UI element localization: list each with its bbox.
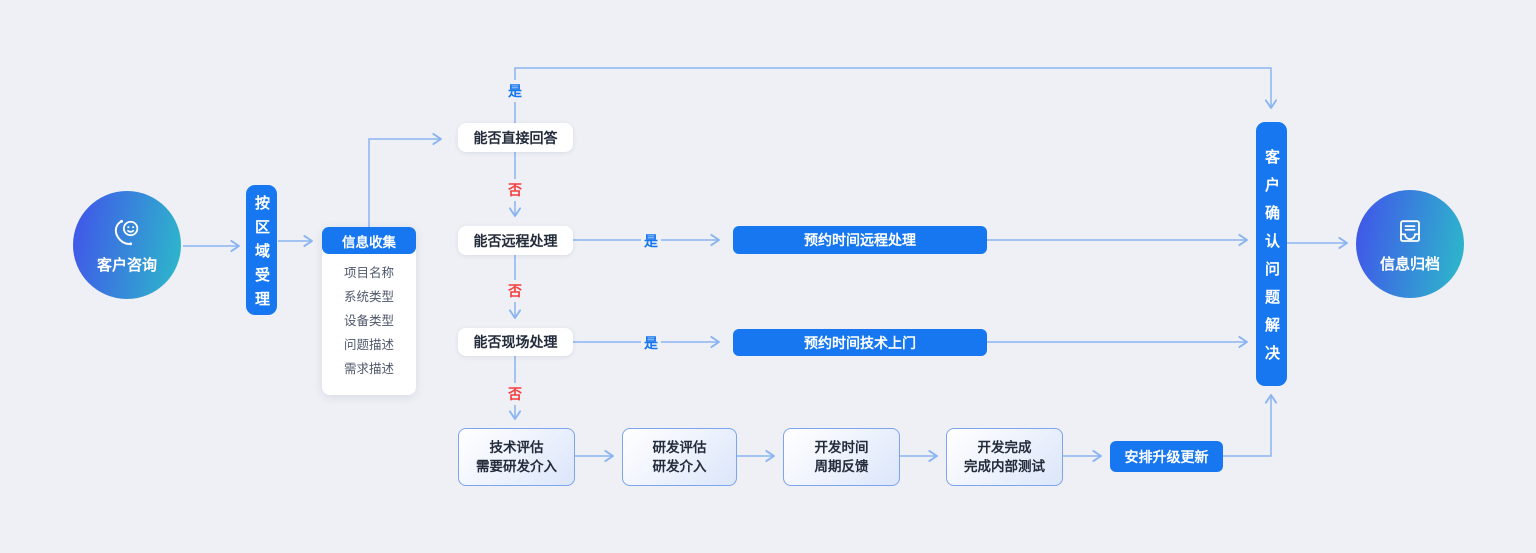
node-can-remote-handle[interactable]: 能否远程处理 xyxy=(458,226,573,255)
node-label-line2: 周期反馈 xyxy=(814,459,869,474)
node-info-collect[interactable]: 信息收集 项目名称 系统类型 设备类型 问题描述 需求描述 xyxy=(322,227,416,395)
node-dev-schedule[interactable]: 开发时间 周期反馈 xyxy=(783,428,900,486)
node-label: 预约时间技术上门 xyxy=(804,334,916,351)
node-label: 客户咨询 xyxy=(96,257,157,274)
node-tech-assessment[interactable]: 技术评估 需要研发介入 xyxy=(458,428,575,486)
info-card-item: 需求描述 xyxy=(343,362,394,376)
node-label: 信息归档 xyxy=(1379,256,1440,273)
node-label-line2: 完成内部测试 xyxy=(964,459,1045,474)
node-label-line1: 研发评估 xyxy=(652,440,707,455)
edge-label-yes-direct: 是 xyxy=(505,80,525,102)
node-label-line1: 开发完成 xyxy=(977,440,1032,455)
node-info-archive[interactable]: 信息归档 xyxy=(1356,190,1464,298)
info-card-item: 问题描述 xyxy=(343,338,394,352)
node-label-line1: 技术评估 xyxy=(489,440,544,455)
node-region-intake[interactable]: 按区域受理 xyxy=(246,185,277,315)
node-label-line1: 开发时间 xyxy=(814,440,869,455)
info-card-item: 系统类型 xyxy=(343,290,394,304)
edge-label-yes-remote: 是 xyxy=(641,230,661,252)
node-schedule-remote[interactable]: 预约时间远程处理 xyxy=(733,226,987,254)
node-label-line2: 研发介入 xyxy=(652,459,707,474)
node-rd-evaluation[interactable]: 研发评估 研发介入 xyxy=(622,428,737,486)
node-label: 按区域受理 xyxy=(253,194,270,315)
info-card-item: 项目名称 xyxy=(343,266,394,280)
edge-upgrade-to-confirm xyxy=(1223,394,1278,457)
node-label: 能否直接回答 xyxy=(473,129,558,146)
edge-direct-yes-to-confirm xyxy=(514,67,1278,123)
node-arrange-upgrade[interactable]: 安排升级更新 xyxy=(1110,441,1223,472)
edge-info-to-direct xyxy=(368,132,442,227)
info-collect-header[interactable]: 信息收集 xyxy=(322,227,416,254)
node-customer-confirm[interactable]: 客户确认问题解决 xyxy=(1256,122,1287,386)
node-label: 信息收集 xyxy=(342,234,396,250)
node-customer-inquiry[interactable]: 客户咨询 xyxy=(73,191,181,299)
node-dev-complete[interactable]: 开发完成 完成内部测试 xyxy=(946,428,1063,486)
node-schedule-onsite[interactable]: 预约时间技术上门 xyxy=(733,329,987,356)
archive-icon xyxy=(1400,220,1420,242)
node-label-line2: 需要研发介入 xyxy=(476,459,557,474)
node-label: 能否远程处理 xyxy=(473,232,558,249)
phone-smile-icon xyxy=(114,219,139,246)
node-label: 能否现场处理 xyxy=(473,334,558,350)
edge-label-no-onsite: 否 xyxy=(505,383,525,405)
node-can-answer-directly[interactable]: 能否直接回答 xyxy=(458,123,573,152)
node-can-onsite-handle[interactable]: 能否现场处理 xyxy=(458,328,573,356)
node-label: 预约时间远程处理 xyxy=(804,232,916,248)
edge-label-no-remote: 否 xyxy=(505,280,525,302)
node-label: 客户确认问题解决 xyxy=(1263,148,1280,373)
edge-label-no-direct: 否 xyxy=(505,179,525,201)
node-label: 安排升级更新 xyxy=(1124,448,1209,465)
edge-label-yes-onsite: 是 xyxy=(641,332,661,354)
info-card-item: 设备类型 xyxy=(343,314,394,328)
info-collect-list: 项目名称 系统类型 设备类型 问题描述 需求描述 xyxy=(322,261,416,381)
